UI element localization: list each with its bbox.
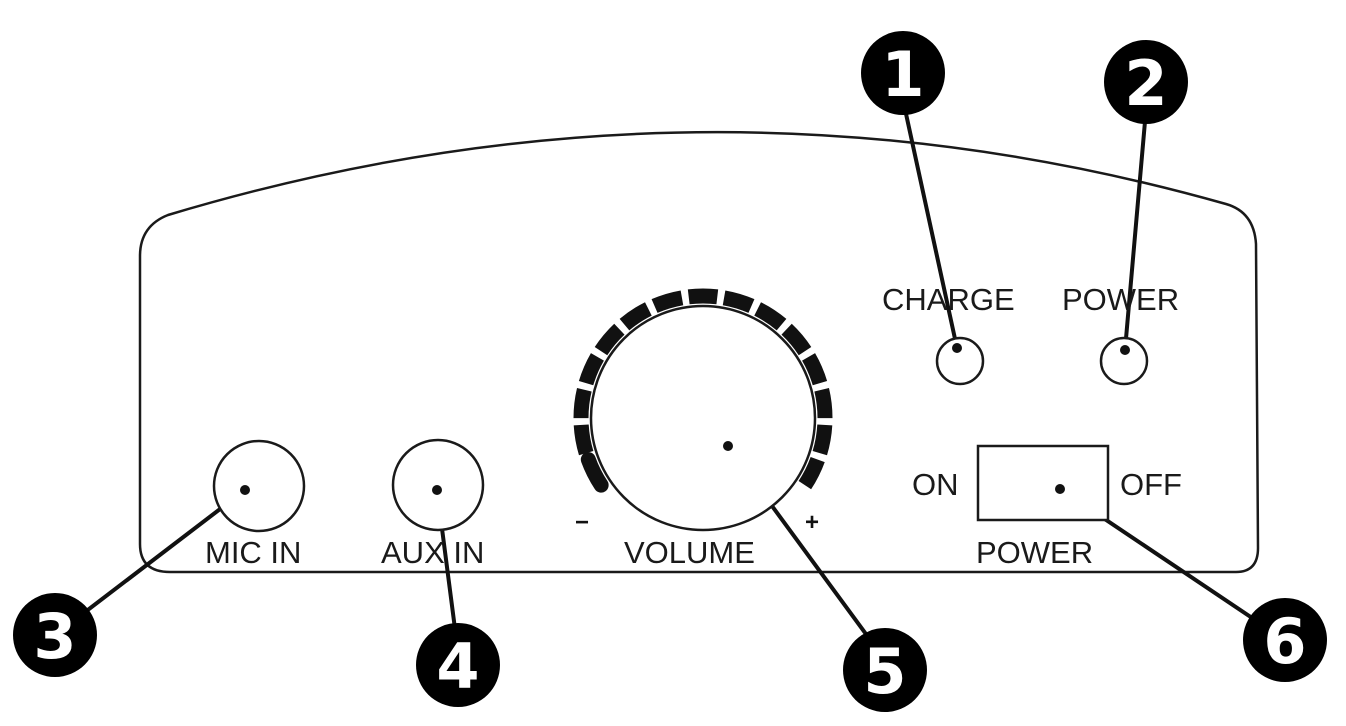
aux-in-jack: [391, 438, 485, 532]
callout-number: 2: [1124, 47, 1167, 120]
volume-label: VOLUME: [624, 535, 755, 570]
volume-scale-segment: [578, 353, 605, 386]
callout-number: 1: [881, 38, 924, 111]
volume-scale-segment: [573, 387, 592, 419]
switch-off-label: OFF: [1120, 467, 1182, 502]
callout-3: 3: [13, 593, 97, 677]
charge-led: [935, 336, 985, 386]
volume-scale-segment: [814, 387, 833, 419]
mic-in-label: MIC IN: [205, 535, 301, 570]
callout-1: 1: [861, 31, 945, 115]
aux-in-jack-dot: [432, 485, 442, 495]
volume-knob-dot: [723, 441, 733, 451]
volume-scale-segment: [573, 424, 594, 456]
power-led: [1099, 336, 1149, 386]
volume-scale-segment: [798, 456, 825, 490]
volume-minus-label: −: [575, 509, 589, 536]
volume-scale-segment: [687, 288, 719, 305]
callout-badge: [843, 628, 927, 712]
volume-scale-segment: [801, 353, 828, 386]
charge-label: CHARGE: [882, 282, 1015, 317]
callout-4: 4: [416, 623, 500, 707]
callout-number: 3: [33, 600, 76, 673]
volume-scale-segment: [594, 323, 625, 356]
callout-6: 6: [1243, 598, 1327, 682]
power-switch-label: POWER: [976, 535, 1093, 570]
power-led-label: POWER: [1062, 282, 1179, 317]
callout-badge: [861, 31, 945, 115]
power-led-dot: [1120, 345, 1130, 355]
volume-scale-segment: [651, 290, 684, 313]
callout-badge: [13, 593, 97, 677]
volume-scale-segment: [619, 302, 652, 331]
callout-number: 4: [436, 630, 479, 703]
callout-badge: [1243, 598, 1327, 682]
panel-outline: [138, 130, 1260, 574]
aux-in-label: AUX IN: [381, 535, 484, 570]
volume-knob: [589, 304, 817, 532]
callout-5: 5: [843, 628, 927, 712]
callout-number: 5: [863, 635, 906, 708]
leader-line-1: [901, 98, 959, 350]
volume-plus-label: +: [805, 509, 819, 536]
volume-scale-segment: [580, 452, 609, 493]
volume-scale-segment: [812, 424, 833, 456]
volume-scale: [573, 288, 833, 493]
power-switch-dot: [1055, 484, 1065, 494]
callout-2: 2: [1104, 40, 1188, 124]
power-switch: [976, 444, 1110, 522]
mic-in-jack: [212, 439, 306, 533]
mic-in-jack-dot: [240, 485, 250, 495]
callout-badge: [416, 623, 500, 707]
charge-led-dot: [952, 343, 962, 353]
callout-number: 6: [1263, 605, 1306, 678]
switch-on-label: ON: [912, 467, 959, 502]
volume-scale-segment: [722, 290, 755, 313]
volume-scale-segment: [781, 323, 812, 356]
volume-scale-segment: [754, 302, 787, 331]
callout-badge: [1104, 40, 1188, 124]
leader-line-2: [1123, 108, 1148, 352]
